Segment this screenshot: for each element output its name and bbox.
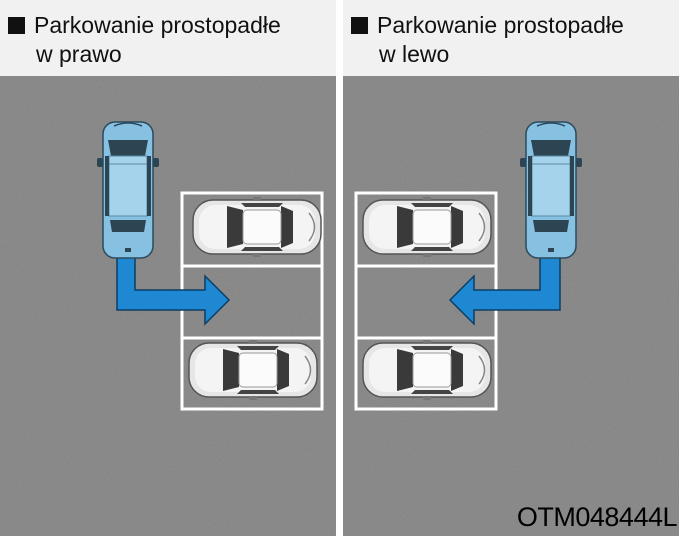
header-line-2: w lewo: [379, 41, 450, 67]
panel-header: Parkowanie prostopadłe w lewo: [343, 0, 679, 76]
silver-sedan-icon: [362, 339, 492, 401]
panel-right-parking: Parkowanie prostopadłe w prawo: [0, 0, 336, 536]
blue-suv-icon: [519, 121, 583, 259]
square-bullet-icon: [351, 17, 368, 34]
panel-header: Parkowanie prostopadłe w prawo: [0, 0, 336, 76]
header-title-text: Parkowanie prostopadłe: [377, 12, 624, 38]
header-line-1: Parkowanie prostopadłe: [8, 12, 281, 39]
silver-sedan-icon: [192, 196, 322, 258]
blue-suv-icon: [96, 121, 160, 259]
header-line-1: Parkowanie prostopadłe: [351, 12, 624, 39]
silver-sedan-icon: [362, 196, 492, 258]
parking-scene: [343, 76, 679, 536]
header-title-text: Parkowanie prostopadłe: [34, 12, 281, 38]
figure-code: OTM048444L: [516, 502, 678, 532]
square-bullet-icon: [8, 17, 25, 34]
silver-sedan-icon: [188, 339, 318, 401]
parking-scene: [0, 76, 336, 536]
panel-left-parking: Parkowanie prostopadłe w lewo OTM048444L: [343, 0, 679, 536]
header-line-2: w prawo: [36, 41, 122, 67]
